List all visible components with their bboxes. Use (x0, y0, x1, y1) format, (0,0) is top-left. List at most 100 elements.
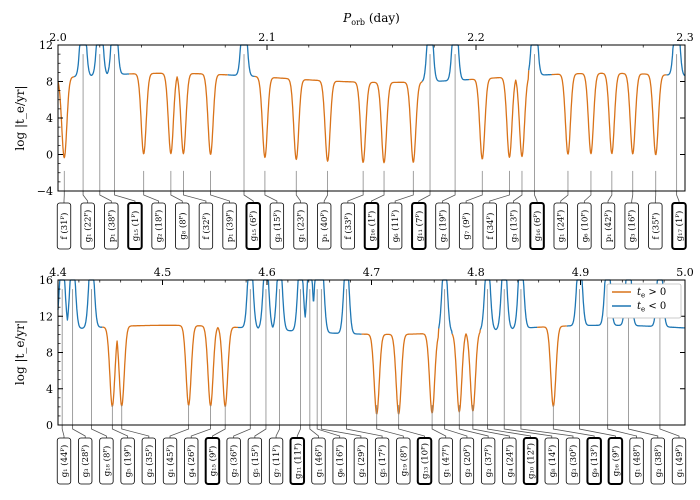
resonance-label-box-0-22 (577, 202, 592, 250)
resonance-connector-1-29 (659, 425, 680, 438)
resonance-label-box-0-16 (435, 202, 450, 250)
resonance-connector-1-18 (431, 425, 447, 438)
bottom-panel: g₁ (44ᴾ)g₃ (28ᴾ)g₁₈ (8ᴾ)g₅ (19ᴾ)g₂ (35ᴾ)… (13, 266, 694, 485)
resonance-label-box-0-18 (482, 202, 497, 250)
curve-segment-0-2 (129, 72, 228, 155)
resonance-label-box-1-28 (650, 437, 665, 485)
resonance-connector-1-23 (503, 425, 553, 438)
curve-segment-1-3 (361, 328, 440, 415)
resonance-label-0-7: p₁ (39ᴾ) (225, 210, 236, 243)
resonance-label-box-1-26 (607, 437, 624, 485)
y-tick-label-1-2: 8 (46, 347, 53, 360)
resonance-connector-1-7 (212, 425, 226, 438)
resonance-label-0-18: f (34ᴾ) (485, 213, 496, 240)
resonance-label-box-1-22 (522, 437, 539, 485)
curve-segment-0-9 (666, 44, 686, 77)
resonance-label-1-16: g₁₉ (8ᴾ) (398, 446, 409, 477)
resonance-connector-0-15 (418, 191, 431, 203)
resonance-label-1-26: g₁₆ (9ᴾ) (610, 446, 621, 477)
resonance-label-0-22: g₆ (10ᴾ) (579, 210, 590, 243)
resonance-connector-1-11 (296, 425, 301, 438)
resonance-label-0-2: p₁ (38ᴾ) (106, 210, 117, 243)
curve-segment-0-4 (254, 75, 423, 164)
resonance-label-1-2: g₁₈ (8ᴾ) (101, 446, 112, 477)
resonance-label-box-1-7 (204, 437, 221, 485)
curve-segment-1-2 (237, 279, 362, 335)
resonance-label-1-3: g₅ (19ᴾ) (123, 445, 134, 478)
x-axis-label: Porb (day) (342, 11, 400, 27)
legend-label-0: te > 0 (637, 287, 666, 300)
resonance-connector-1-3 (111, 425, 129, 438)
y-tick-label-0-4: 12 (39, 39, 53, 52)
resonance-connector-0-17 (465, 191, 483, 203)
curve-segment-0-1 (73, 44, 130, 78)
resonance-label-1-23: g₈ (14ᴾ) (547, 445, 558, 478)
resonance-connector-0-9 (264, 191, 278, 203)
resonance-label-box-0-0 (56, 202, 72, 250)
resonance-label-box-0-19 (506, 202, 521, 250)
resonance-connector-1-19 (444, 425, 468, 438)
top-panel: f (31ᴾ)g₁ (22ᴾ)p₁ (38ᴾ)g₁₅ (1ᴾ)g₂ (18ᴾ)g… (13, 11, 694, 250)
resonance-label-0-3: g₁₅ (1ᴾ) (130, 211, 141, 242)
resonance-connector-1-6 (190, 425, 211, 438)
resonance-label-box-1-13 (332, 437, 347, 485)
curve-segment-1-7 (537, 325, 567, 407)
resonance-connector-1-4 (121, 425, 150, 438)
resonance-label-1-15: g₅ (17ᴾ) (377, 445, 388, 478)
x-tick-label-1-6: 5.0 (676, 266, 694, 279)
resonance-connector-0-20 (534, 191, 538, 203)
resonance-label-1-18: g₁ (47ᴾ) (441, 445, 452, 478)
resonance-label-box-0-10 (293, 202, 308, 250)
resonance-label-0-17: g₇ (9ᴾ) (461, 212, 472, 239)
resonance-connector-1-26 (579, 425, 616, 438)
resonance-connector-1-12 (309, 425, 319, 438)
resonance-label-1-8: g₂ (36ᴾ) (229, 445, 240, 478)
resonance-label-1-25: g₉ (13ᴾ) (589, 445, 600, 478)
resonance-label-0-6: f (32ᴾ) (201, 213, 212, 240)
y-axis-label-1: log |t_e/yr| (13, 320, 27, 385)
resonance-connector-1-8 (233, 425, 251, 438)
resonance-label-1-9: g₅ (15ᴾ) (250, 445, 261, 478)
resonance-label-1-4: g₂ (35ᴾ) (144, 445, 155, 478)
resonance-label-box-0-4 (151, 202, 166, 250)
resonance-label-0-12: f (33ᴾ) (343, 213, 354, 240)
curve-segment-1-1 (102, 324, 239, 408)
resonance-label-box-0-26 (671, 202, 687, 250)
resonance-connector-0-6 (183, 191, 207, 203)
resonance-connector-0-21 (560, 191, 569, 203)
x-tick-label-1-0: 4.4 (49, 266, 67, 279)
curve-segment-0-7 (528, 44, 552, 76)
x-tick-label-1-5: 4.9 (572, 266, 590, 279)
resonance-connector-1-1 (72, 425, 86, 438)
resonance-connector-1-16 (376, 425, 404, 438)
resonance-label-0-5: g₈ (8ᴾ) (177, 212, 188, 239)
resonance-label-box-0-6 (198, 202, 214, 250)
resonance-label-box-1-24 (565, 437, 581, 485)
resonance-connector-1-0 (61, 425, 65, 438)
resonance-label-box-0-3 (127, 202, 143, 250)
resonance-connector-0-16 (442, 191, 456, 203)
resonance-label-1-12: g₁ (46ᴾ) (313, 445, 324, 478)
y-tick-label-1-3: 12 (39, 310, 53, 323)
resonance-label-0-14: g₆ (11ᴾ) (390, 210, 401, 243)
resonance-label-1-11: g₁₁ (11ᴾ) (292, 443, 303, 479)
curve-segment-1-5 (451, 329, 481, 413)
resonance-label-box-0-8 (245, 202, 261, 250)
resonance-label-0-23: p₁ (42ᴾ) (603, 210, 614, 243)
resonance-label-box-1-23 (544, 437, 559, 485)
resonance-connector-0-7 (210, 191, 230, 203)
resonance-label-box-0-13 (363, 202, 380, 250)
curve-segment-0-5 (421, 44, 470, 82)
resonance-label-box-0-12 (340, 202, 355, 250)
resonance-connector-1-25 (552, 425, 595, 438)
resonance-label-box-0-21 (553, 202, 568, 250)
resonance-connector-0-5 (170, 191, 183, 203)
resonance-label-box-1-5 (162, 437, 178, 485)
resonance-label-0-24: g₃ (16ᴾ) (627, 210, 638, 243)
resonance-label-box-1-25 (586, 437, 602, 485)
resonance-connector-0-8 (243, 191, 254, 203)
resonance-label-1-6: g₄ (26ᴾ) (186, 445, 197, 478)
resonance-label-box-1-20 (480, 437, 496, 485)
x-tick-label-0-2: 2.2 (467, 31, 485, 44)
resonance-label-0-4: g₂ (18ᴾ) (154, 210, 165, 243)
